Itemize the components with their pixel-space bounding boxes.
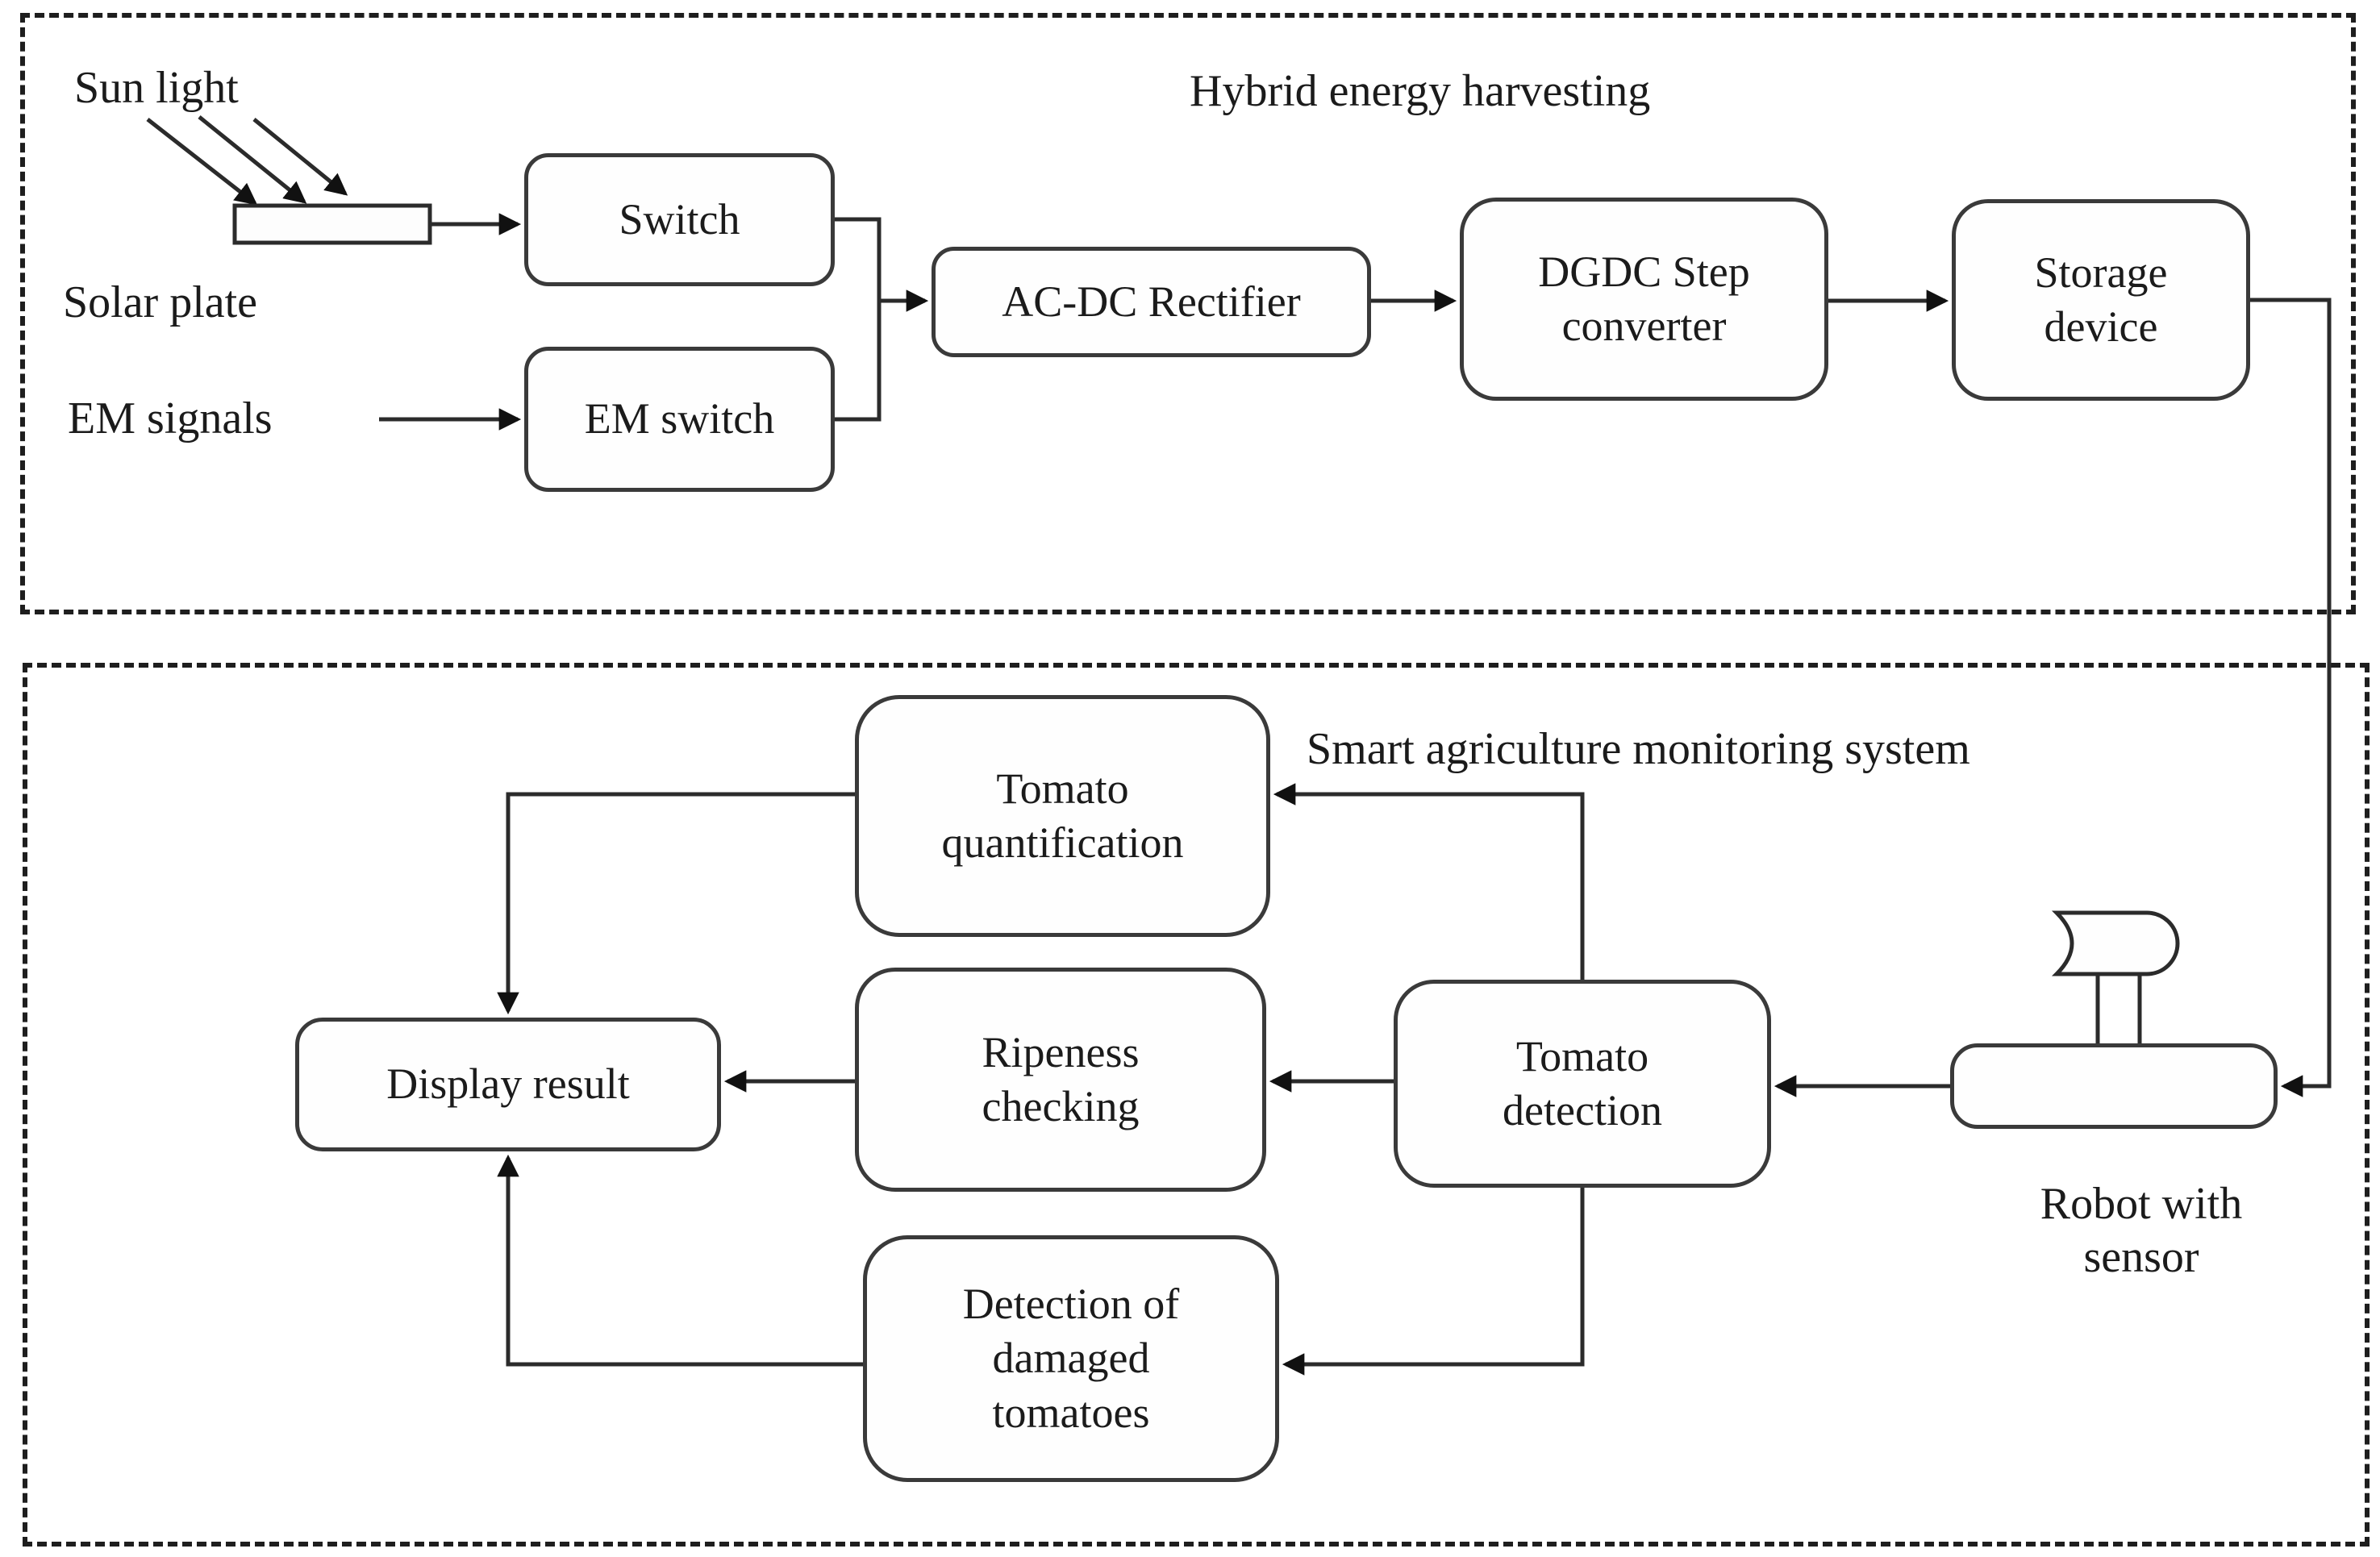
energy-section-title: Hybrid energy harvesting (1190, 66, 1651, 116)
node-acdc-rectifier: AC-DC Rectifier (932, 247, 1371, 357)
em-signals-label: EM signals (68, 393, 273, 443)
sun-ray-arrow (146, 118, 258, 206)
node-ripeness-checking-label: Ripeness checking (982, 1027, 1140, 1131)
node-switch-label: Switch (619, 194, 740, 244)
node-ripeness-checking: Ripeness checking (855, 968, 1266, 1192)
agriculture-section-border (23, 663, 2370, 1547)
node-tomato-quantification: Tomato quantification (855, 695, 1270, 937)
node-dgdc-step-converter-label: DGDC Step converter (1538, 247, 1750, 351)
sun-ray-arrow (198, 115, 307, 204)
arrow-damaged-to-display (497, 1154, 863, 1367)
node-tomato-quantification-label: Tomato quantification (941, 764, 1184, 868)
node-switch: Switch (524, 153, 835, 286)
robot-with-sensor-label: Robot with sensor (2040, 1179, 2243, 1283)
arrow-storage-to-robot (2250, 298, 2332, 1097)
sun-ray-arrow (252, 118, 348, 196)
node-dgdc-step-converter: DGDC Step converter (1460, 198, 1828, 401)
node-damaged-detection-label: Detection of damaged tomatoes (962, 1279, 1180, 1437)
node-em-switch-label: EM switch (584, 394, 775, 443)
node-acdc-rectifier-label: AC-DC Rectifier (1002, 277, 1301, 326)
energy-section-border (20, 13, 2356, 614)
node-storage-device: Storage device (1952, 199, 2250, 401)
junction-switch-emswitch (835, 217, 882, 422)
sun-light-label: Sun light (74, 63, 239, 113)
node-damaged-detection: Detection of damaged tomatoes (863, 1235, 1279, 1482)
arrow-detection-to-quantification (1273, 783, 1585, 980)
node-display-result: Display result (295, 1018, 721, 1151)
robot-sensor-cylinder-icon (2051, 910, 2180, 976)
agriculture-section-title: Smart agriculture monitoring system (1307, 724, 1970, 774)
solar-plate-label: Solar plate (63, 277, 258, 327)
node-tomato-detection: Tomato detection (1394, 980, 1771, 1188)
node-storage-device-label: Storage device (2034, 248, 2168, 352)
arrow-quantification-to-display (497, 792, 855, 1015)
node-tomato-detection-label: Tomato detection (1503, 1031, 1662, 1135)
robot-body-shape (1950, 1043, 2278, 1129)
node-display-result-label: Display result (386, 1060, 630, 1109)
node-em-switch: EM switch (524, 347, 835, 492)
arrow-detection-to-damaged (1282, 1188, 1585, 1376)
solar-plate-shape (232, 203, 432, 245)
